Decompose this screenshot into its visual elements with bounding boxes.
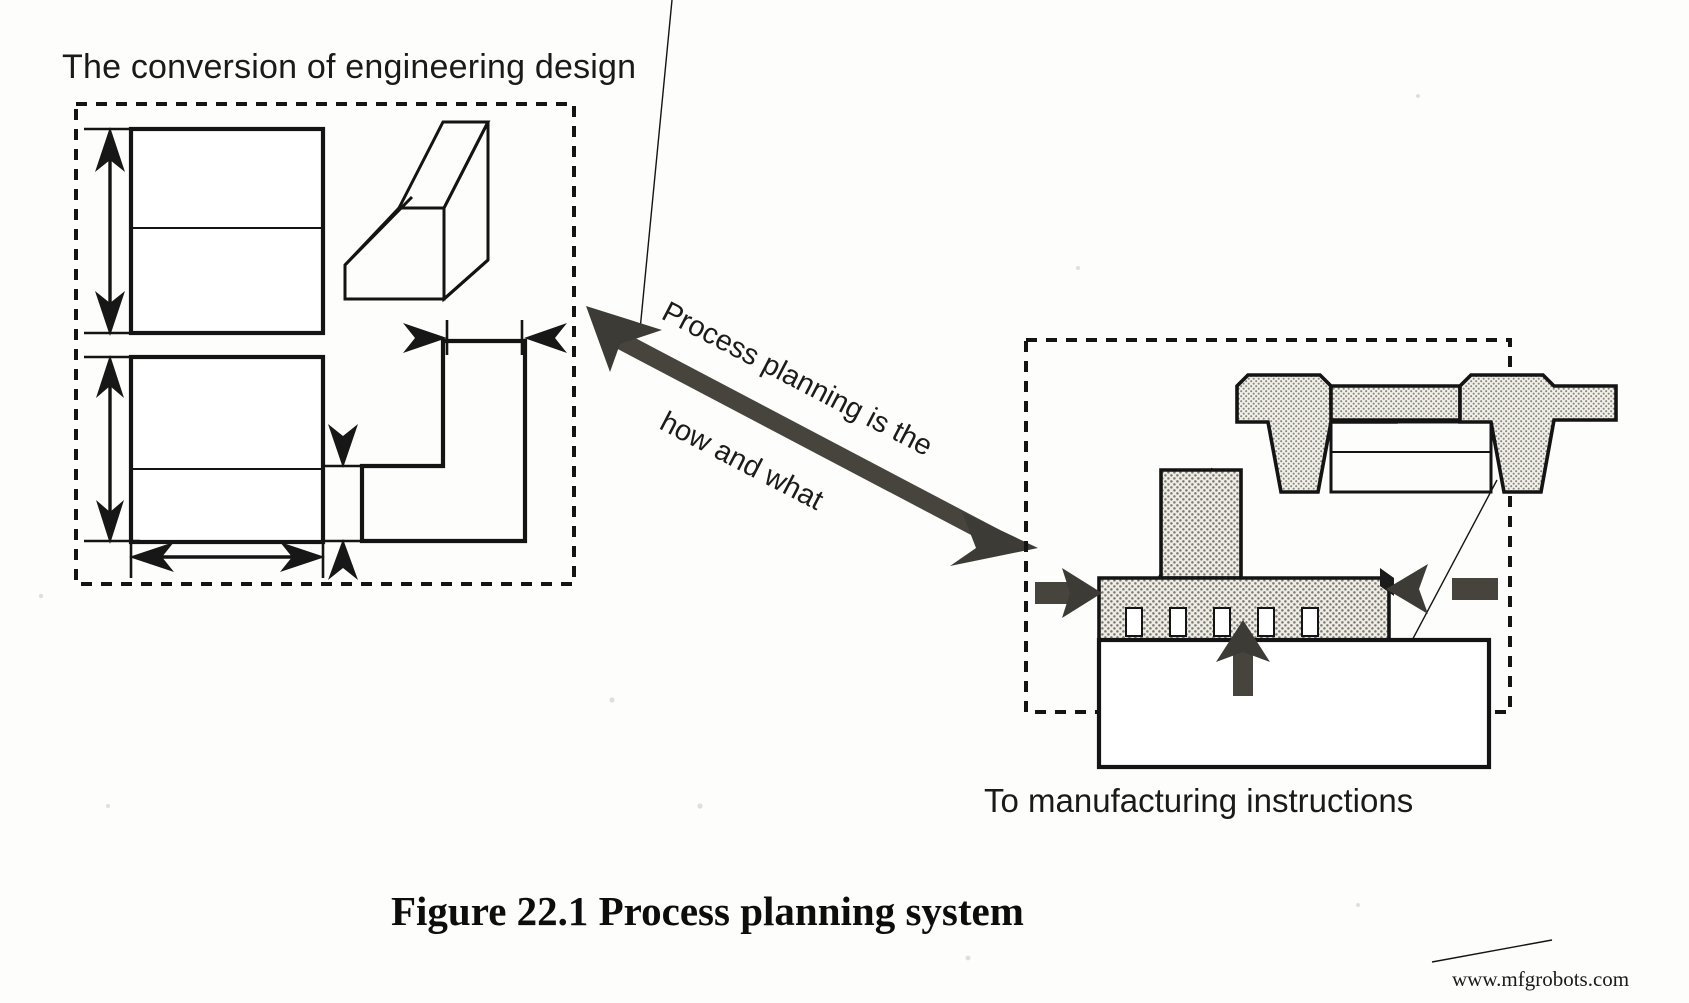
arrowhead-right-down — [950, 512, 1038, 566]
arrowhead-left — [129, 542, 174, 572]
design-panel-border — [74, 102, 576, 586]
dimension-overall-height-upper — [84, 127, 140, 336]
feed-arrow-left — [1035, 568, 1102, 618]
dimension-overall-height-lower — [84, 355, 140, 544]
clamp-fixture — [1235, 373, 1618, 494]
dimension-base-offset — [325, 539, 360, 580]
workpiece-blank — [1096, 637, 1492, 770]
process-planning-arrow — [586, 306, 1038, 566]
page-title: The conversion of engineering design — [62, 48, 636, 86]
arrowhead-left — [524, 323, 567, 353]
cutter-shank — [1159, 468, 1243, 580]
side-view-outline — [359, 338, 528, 544]
clamp-inner-pocket — [1329, 420, 1493, 494]
milling-cutter — [1097, 468, 1394, 642]
support-arrow-bottom — [1216, 620, 1270, 696]
scan-noise — [38, 94, 1420, 961]
arrowhead-up — [328, 539, 358, 580]
scan-streak-right — [1407, 479, 1498, 649]
arrowhead-right — [280, 542, 325, 572]
scan-streak-bottom — [1431, 939, 1553, 963]
dimension-overall-width — [129, 542, 325, 578]
manufacturing-panel-border — [1024, 338, 1512, 714]
arrowhead-up — [95, 127, 125, 172]
arrowhead-up — [96, 355, 124, 398]
top-view-outline — [128, 354, 326, 545]
arrowhead-up — [1216, 620, 1270, 662]
force-arrows — [1035, 564, 1498, 696]
manufacturing-setup — [1035, 373, 1618, 770]
figure-caption: Figure 22.1 Process planning system — [391, 888, 1024, 934]
arrowhead-left-up — [586, 306, 662, 372]
arrowhead-down — [95, 291, 125, 336]
clamp-cross-bar — [1329, 384, 1462, 422]
dimension-step-height — [325, 424, 360, 468]
dimension-step-width — [403, 320, 567, 355]
site-watermark: www.mfgrobots.com — [1452, 967, 1629, 991]
engineering-design-views — [84, 120, 567, 580]
arrow-shaft — [612, 330, 1000, 546]
scan-streak-top — [639, 0, 673, 331]
arrowhead-down — [96, 500, 124, 544]
clamp-arrow-right — [1386, 564, 1498, 614]
arrowhead-down — [328, 424, 358, 468]
arrowhead-right — [1062, 568, 1102, 618]
isometric-view — [343, 120, 491, 303]
arrowhead-left — [1386, 564, 1428, 614]
manufacturing-panel-label: To manufacturing instructions — [984, 782, 1413, 819]
front-view-outline — [128, 126, 326, 336]
arrowhead-right — [403, 323, 447, 353]
cutter-teeth — [1125, 607, 1319, 637]
